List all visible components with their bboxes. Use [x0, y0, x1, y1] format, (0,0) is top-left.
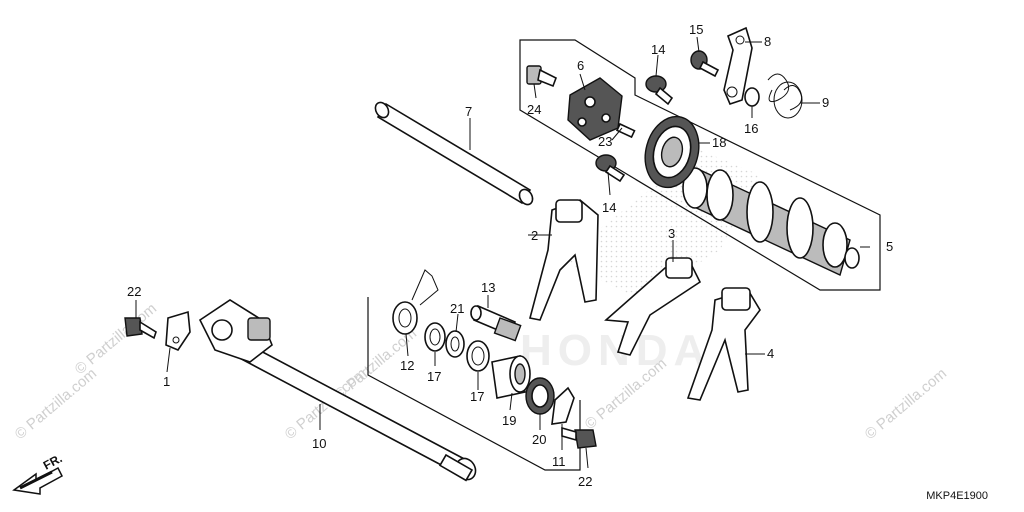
shift-fork-2	[529, 199, 599, 321]
callout: 11	[552, 454, 566, 469]
diagram-code: MKP4E1900	[926, 490, 988, 502]
callouts: 1 2 3 4 5 6 7 8 9 10 11 12 13 14 14 15 1…	[127, 22, 893, 489]
bolt-24	[526, 65, 558, 88]
callout: 9	[822, 95, 829, 110]
pin-23	[615, 122, 636, 139]
washer-17-left	[424, 322, 446, 352]
callout: 17	[470, 389, 484, 404]
spring-9	[767, 73, 803, 119]
callout: 19	[502, 413, 516, 428]
callout: 4	[767, 346, 774, 361]
bolt-22-left	[124, 317, 157, 340]
oil-seal-20	[525, 377, 555, 415]
bolt-14-lower	[595, 154, 626, 183]
washer-16	[744, 87, 760, 107]
return-spring-12	[392, 269, 439, 335]
watermark: © Partzilla.com	[862, 365, 950, 443]
callout: 17	[427, 369, 441, 384]
callout: 21	[450, 301, 464, 316]
callout: 6	[577, 58, 584, 73]
bolt-22-right	[561, 426, 597, 449]
callout: 13	[481, 280, 495, 295]
gearshift-spindle-10	[198, 299, 477, 482]
watermark: © Partzilla.com	[72, 300, 160, 378]
brand-watermark: HONDA	[520, 326, 711, 375]
callout: 1	[163, 374, 170, 389]
bolt-14-upper	[645, 75, 674, 106]
drum-center-6	[567, 77, 623, 141]
needle-bearing-19	[491, 355, 531, 399]
bearing-18	[644, 115, 700, 189]
washer-17-right	[466, 340, 490, 372]
callout: 8	[764, 34, 771, 49]
callout: 3	[668, 226, 675, 241]
callout: 22	[578, 474, 592, 489]
front-arrow: FR.	[12, 451, 65, 495]
plate-1	[165, 310, 191, 351]
callout: 15	[689, 22, 703, 37]
washer-21	[445, 330, 465, 358]
group-outline-upper	[519, 39, 881, 291]
shift-fork-shaft-7	[374, 101, 534, 206]
stopper-arm-8	[723, 26, 753, 105]
bolt-15	[690, 50, 720, 78]
callout: 10	[312, 436, 326, 451]
plate-11	[551, 386, 575, 425]
pin-13	[470, 304, 522, 342]
callout: 12	[400, 358, 414, 373]
callout: 23	[598, 134, 612, 149]
callout: 14	[651, 42, 665, 57]
leader-lines	[135, 36, 870, 469]
callout: 7	[465, 104, 472, 119]
callout: 18	[712, 135, 726, 150]
shift-drum-5	[682, 167, 860, 276]
watermark: © Partzilla.com	[12, 365, 100, 443]
callout: 14	[602, 200, 616, 215]
callout: 22	[127, 284, 141, 299]
callout: 20	[532, 432, 546, 447]
callout: 5	[886, 239, 893, 254]
callout: 24	[527, 102, 541, 117]
shift-fork-4	[686, 287, 761, 401]
shift-fork-3	[604, 257, 702, 356]
callout: 16	[744, 121, 758, 136]
front-label: FR.	[41, 451, 65, 472]
callout: 2	[531, 228, 538, 243]
